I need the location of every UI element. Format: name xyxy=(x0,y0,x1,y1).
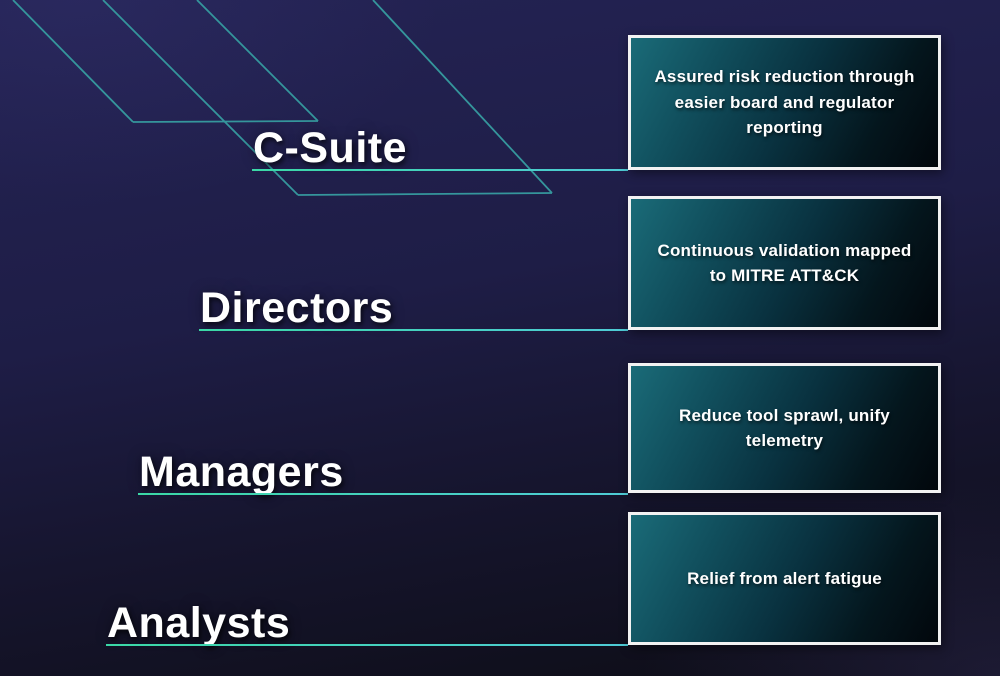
benefit-text-c-suite: Assured risk reduction through easier bo… xyxy=(654,67,915,138)
connector-line-directors xyxy=(199,329,628,331)
benefit-text-analysts: Relief from alert fatigue xyxy=(687,568,882,588)
connector-line-managers xyxy=(138,493,628,495)
benefit-box-analysts: Relief from alert fatigue xyxy=(628,512,941,645)
benefit-box-c-suite: Assured risk reduction through easier bo… xyxy=(628,35,941,170)
role-label-directors: Directors xyxy=(200,284,394,332)
role-label-managers: Managers xyxy=(139,448,344,496)
connector-line-analysts xyxy=(106,644,628,646)
role-label-c-suite: C-Suite xyxy=(253,124,407,172)
benefit-box-directors: Continuous validation mapped to MITRE AT… xyxy=(628,196,941,330)
connector-line-c-suite xyxy=(252,169,628,171)
benefit-box-managers: Reduce tool sprawl, unify telemetry xyxy=(628,363,941,493)
role-label-analysts: Analysts xyxy=(107,599,291,647)
benefit-text-directors: Continuous validation mapped to MITRE AT… xyxy=(657,240,912,286)
benefit-text-managers: Reduce tool sprawl, unify telemetry xyxy=(679,405,890,451)
